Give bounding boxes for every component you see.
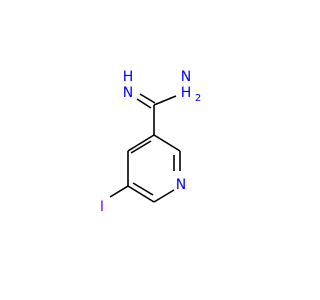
imine-n-symbol: N [123,85,133,101]
bond-c3-c4 [127,134,155,152]
bond-c-n-imine-2 [139,93,156,104]
amine-n-symbol: N [181,69,191,85]
bonds [109,93,181,203]
bond-c-n-imine-1 [136,98,152,109]
bond-c-n-amine [153,95,177,106]
bond-c3-c2 [153,134,181,152]
ring-n-label: N [176,177,186,193]
bond-n1-c6 [153,189,175,203]
imine-n-label: H [123,69,134,85]
molecule-canvas: H N N H 2 N I [100,69,201,215]
bond-c6-c5-inner [132,182,154,196]
bond-c3-c4-inner [130,140,152,154]
atom-labels: H N N H 2 N I [100,69,201,215]
bond-c6-c5 [127,185,155,203]
amine-h-subscript: 2 [195,93,201,104]
amine-h-label: H [181,85,192,101]
iodine-label: I [100,199,104,215]
structure-drawing: H N N H 2 N I [100,69,201,215]
bond-c-i [109,185,129,198]
